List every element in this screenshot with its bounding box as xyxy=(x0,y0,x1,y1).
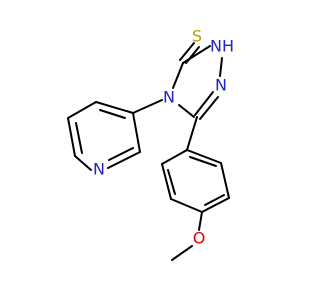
phenyl-bond-3 xyxy=(170,198,203,213)
phenyl-bond-4 xyxy=(201,197,230,213)
nh-atom-label: NH xyxy=(210,37,234,56)
bonds xyxy=(67,42,230,261)
n2-atom-label: N xyxy=(215,76,227,95)
pyridine-bond-1 xyxy=(95,101,134,114)
sulfur-atom-label: S xyxy=(192,27,202,46)
bond-n2-c5-2 xyxy=(199,96,219,120)
bond-o-ch3 xyxy=(171,245,193,261)
pyridine-inner-3 xyxy=(108,147,134,161)
phenyl-bond-6 xyxy=(186,149,222,164)
phenyl-inner-3 xyxy=(189,156,217,167)
bond-c5-n4 xyxy=(178,104,195,118)
phenyl-bond-2 xyxy=(161,163,172,200)
bond-nh-n2 xyxy=(219,57,223,77)
atom-labels: S NH N N N O xyxy=(93,27,234,248)
phenyl-inner-2 xyxy=(204,194,225,206)
pyridine-bond-5 xyxy=(107,151,141,169)
bond-n2-c5-1 xyxy=(194,91,214,116)
n4-atom-label: N xyxy=(163,88,175,107)
oxygen-atom-label: O xyxy=(193,229,206,248)
bond-n4-c3 xyxy=(172,62,184,89)
bond-phenyl-o xyxy=(198,211,203,231)
pyridine-bond-3 xyxy=(67,117,76,157)
bond-n4-pyridine xyxy=(132,99,163,114)
pyridine-bond-2 xyxy=(67,101,97,119)
pyridine-bond-4 xyxy=(74,155,92,171)
phenyl-inner-1 xyxy=(167,169,176,195)
chemical-structure: S NH N N N O xyxy=(67,27,234,261)
bond-c3-nh xyxy=(182,45,211,64)
pyridine-inner-2 xyxy=(75,122,83,154)
pyridine-inner-1 xyxy=(99,109,126,119)
phenyl-bond-1 xyxy=(161,149,188,165)
phenyl-bond-5 xyxy=(220,162,230,199)
bond-c5-phenyl xyxy=(186,116,198,151)
pyridine-n-atom-label: N xyxy=(93,160,105,179)
bond-c-s-1 xyxy=(179,42,195,61)
pyridine-bond-6 xyxy=(132,112,141,153)
